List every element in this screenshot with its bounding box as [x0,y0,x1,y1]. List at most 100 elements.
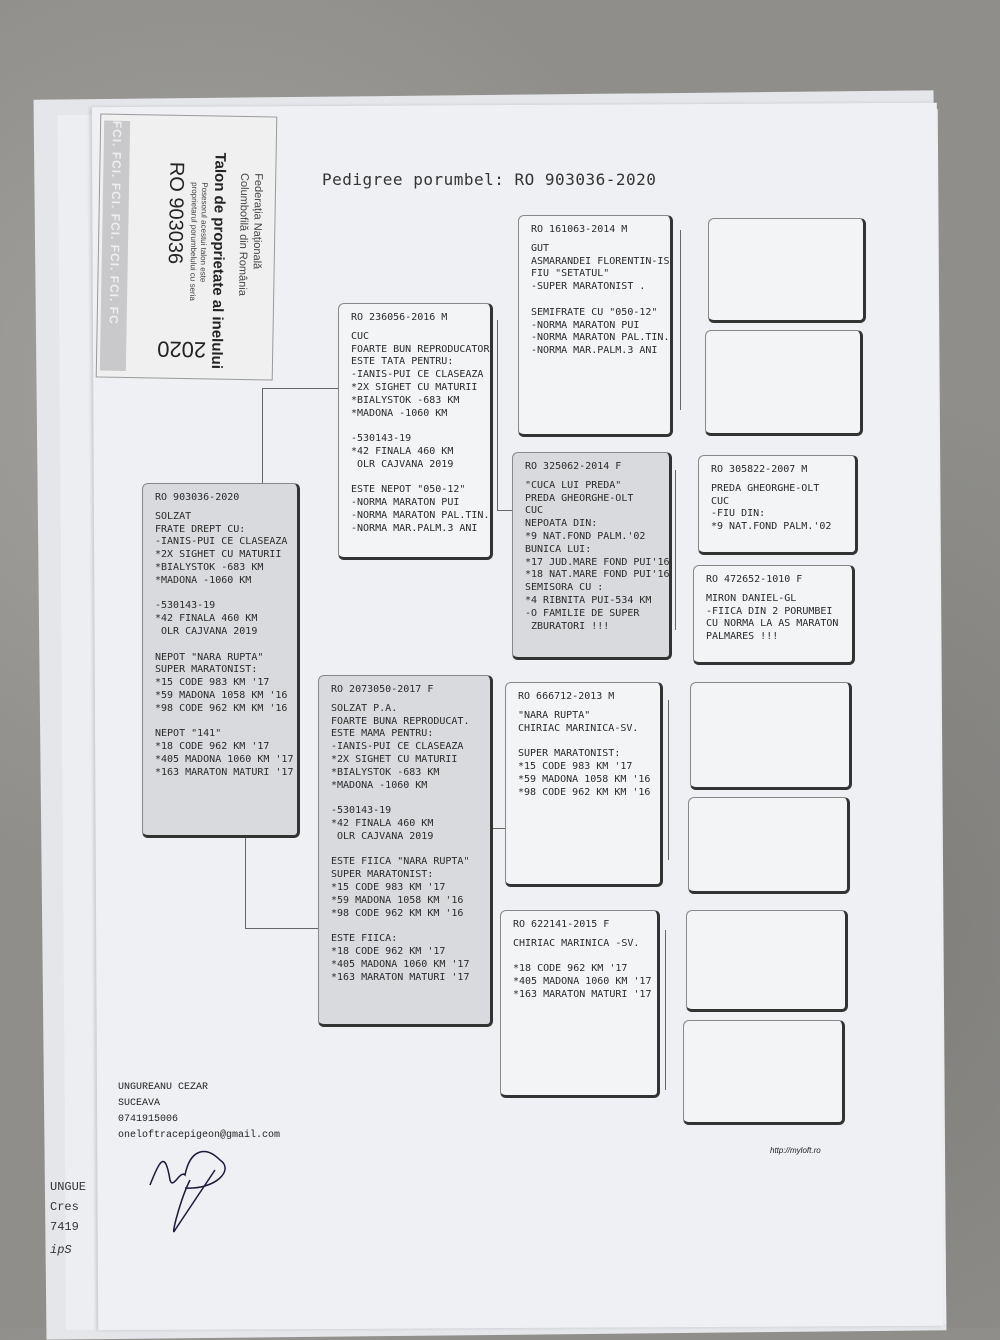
pedigree-line: SEMIFRATE CU "050-12" [531,306,658,318]
pedigree-line: CUC [525,505,544,517]
ticket-ring-number: RO 903036 [163,161,187,265]
pedigree-line: *15 CODE 983 KM '17 [331,881,446,893]
breeder-phone: 0741915006 [118,1114,179,1125]
pedigree-line: CHIRIAC MARINICA -SV. [513,937,640,949]
connector-line [245,838,246,928]
pedigree-box-sire-dam: RO 325062-2014 F"CUCA LUI PREDA"PREDA GH… [512,452,672,660]
pedigree-line: OLR CAJVANA 2019 [155,625,258,637]
pedigree-line: *2X SIGHET CU MATURII [351,381,478,393]
pedigree-line: *18 NAT.MARE FOND PUI'16 [525,569,670,581]
pedigree-line: *163 MARATON MATURI '17 [513,988,652,1000]
pedigree-line: ESTE NEPOT "050-12" [351,484,466,496]
breeder-name: UNGUREANU CEZAR [118,1082,209,1093]
pedigree-line: -530143-19 [351,433,412,445]
pedigree-line: -530143-19 [331,805,392,817]
pedigree-line: *MADONA -1060 KM [155,574,252,586]
pedigree-line: SEMISORA CU : [525,582,604,594]
breeder-contact: UNGUREANU CEZAR SUCEAVA 0741915006 onelo… [118,1080,280,1144]
pedigree-line [331,792,484,805]
ring-number: RO 666712-2013 M [518,691,615,702]
pedigree-line: *405 MADONA 1060 KM '17 [331,958,470,970]
pedigree-line: *98 CODE 962 KM KM '16 [331,907,464,919]
pedigree-line: SOLZAT [155,510,192,522]
pedigree-line: GUT [531,242,550,254]
pedigree-box-gen4 [686,910,848,1012]
pedigree-line: *BIALYSTOK -683 KM [351,394,460,406]
pedigree-box-gen4 [688,797,850,894]
connector-line [262,388,338,389]
pedigree-line: *59 MADONA 1058 KM '16 [518,773,651,785]
pedigree-line: -IANIS-PUI CE CLASEAZA [155,536,288,548]
pedigree-line: FIU "SETATUL" [531,268,610,280]
pedigree-line [518,735,654,748]
breeder-email: oneloftracepigeon@gmail.com [118,1130,281,1141]
website-link[interactable]: http://myloft.ro [770,1146,821,1155]
pedigree-line: *9 NAT.FOND PALM.'02 [525,530,646,542]
pedigree-line: *59 MADONA 1058 KM '16 [155,689,288,701]
pedigree-line: *4 RIBNITA PUI-534 KM [525,594,652,606]
pedigree-line: CU NORMA LA AS MARATON [706,618,839,630]
pedigree-box-dam-sire: RO 666712-2013 M "NARA RUPTA"CHIRIAC MARI… [505,682,663,887]
back-page-text: Cres [50,1200,79,1214]
pedigree-line: -IANIS-PUI CE CLASEAZA [351,369,484,381]
pedigree-line: *MADONA -1060 KM [331,779,428,791]
pedigree-line: *42 FINALA 460 KM [351,445,454,457]
pedigree-line: *BIALYSTOK -683 KM [155,561,264,573]
pedigree-line [331,920,484,933]
pedigree-line [155,588,291,601]
pedigree-line: SUPER MARATONIST: [518,748,621,760]
pedigree-box-gen4 [708,218,866,323]
pedigree-line: -FIU DIN: [711,508,766,520]
pedigree-line: *18 CODE 962 KM '17 [331,945,446,957]
pedigree-line [155,639,291,652]
back-page-text: 7419 [50,1220,79,1234]
pedigree-line: PALMARES !!! [706,631,779,643]
back-page-text: ipS [50,1243,72,1257]
pedigree-line: -NORMA MARATON PAL.TIN. [351,509,490,521]
pedigree-line: "NARA RUPTA" [518,709,591,721]
ring-number: RO 305822-2007 M [711,464,808,475]
pedigree-line: *98 CODE 962 KM KM '16 [518,786,651,798]
pedigree-line: CUC [351,330,370,342]
pedigree-line [531,294,664,307]
ticket-strip: FCI. FCI. FCI. FCI. FCI. FCI. FC [99,120,130,371]
pedigree-line: *17 JUD.MARE FOND PUI'16 [525,556,670,568]
pedigree-line: *15 CODE 983 KM '17 [518,760,633,772]
signature [149,1150,226,1233]
ring-number: RO 903036-2020 [155,492,240,503]
pedigree-line: PREDA GHEORGHE-OLT [711,482,820,494]
pedigree-line: *42 FINALA 460 KM [155,613,258,625]
ring-number: RO 2073050-2017 F [331,684,434,695]
pedigree-line: ASMARANDEI FLORENTIN-IS [531,255,670,267]
pedigree-line: *42 FINALA 460 KM [331,817,434,829]
pedigree-line: -IANIS-PUI CE CLASEAZA [331,741,464,753]
connector-line [675,470,676,630]
pedigree-line: ESTE MAMA PENTRU: [331,728,434,740]
pedigree-line: BUNICA LUI: [525,543,592,555]
pedigree-line: FOARTE BUNA REPRODUCAT. [331,715,470,727]
connector-line [665,930,666,1090]
pedigree-line: *405 MADONA 1060 KM '17 [155,753,294,765]
pedigree-line: *15 CODE 983 KM '17 [155,677,270,689]
pedigree-line: *2X SIGHET CU MATURII [331,753,458,765]
pedigree-line: NEPOT "NARA RUPTA" [155,651,264,663]
connector-line [497,320,498,510]
pedigree-line: OLR CAJVANA 2019 [331,830,434,842]
pedigree-line: -NORMA MAR.PALM.3 ANI [531,345,658,357]
pedigree-line: CHIRIAC MARINICA-SV. [518,722,639,734]
pedigree-line: *98 CODE 962 KM KM '16 [155,702,288,714]
pedigree-line: -NORMA MARATON PUI [531,319,640,331]
pedigree-line: *18 CODE 962 KM '17 [155,741,270,753]
pedigree-line: *2X SIGHET CU MATURII [155,549,282,561]
pedigree-box-gen4 [690,682,852,790]
pedigree-line: OLR CAJVANA 2019 [351,458,454,470]
pedigree-line [351,472,484,485]
pedigree-line: *18 CODE 962 KM '17 [513,963,628,975]
pedigree-line: *163 MARATON MATURI '17 [331,971,470,983]
pedigree-line [513,951,651,964]
